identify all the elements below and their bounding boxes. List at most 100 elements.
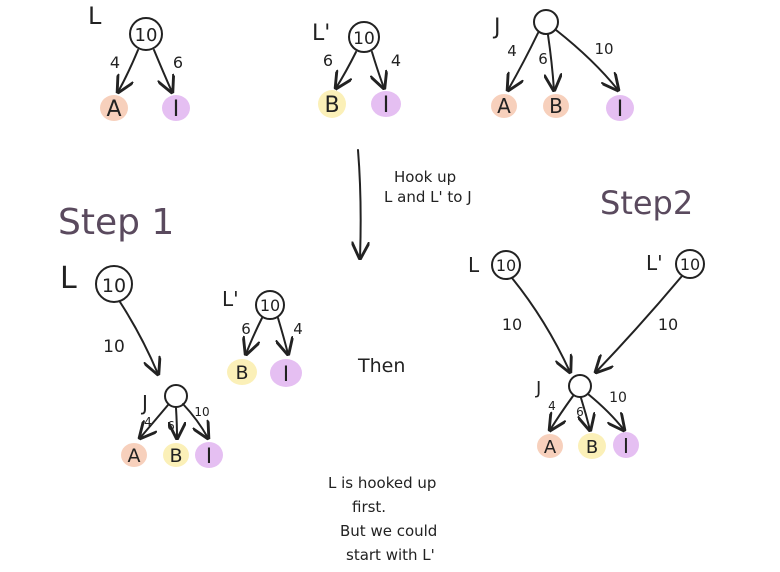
edge-weight: 10 [502, 315, 522, 334]
root-weight-lp: 10 [680, 255, 700, 274]
leaf-b: B [235, 362, 248, 384]
tree-label-lp: L' [222, 287, 239, 311]
tree-label-l: L [60, 261, 77, 296]
leaf-highlight-i [613, 432, 639, 458]
edge-weight: 6 [576, 405, 584, 419]
leaf-highlight-a [121, 443, 147, 467]
edge-weight: 10 [594, 40, 613, 58]
leaf-highlight-a [537, 434, 563, 458]
leaf-a: A [497, 94, 511, 118]
edge-lp-i [278, 317, 288, 354]
leaf-b: B [324, 93, 339, 118]
leaf-b: B [586, 437, 598, 458]
edge-j-i [587, 393, 624, 430]
tree-label-lp: L' [312, 21, 330, 46]
edge-j-i [182, 403, 208, 438]
step2-tree-lp: L' 10 10 [596, 249, 705, 372]
note-line: start with L' [346, 546, 435, 564]
leaf-i: I [383, 93, 390, 118]
edge-l-j [119, 301, 158, 374]
root-node-j [568, 374, 592, 398]
tree-label-l: L [88, 2, 102, 30]
leaf-a: A [106, 97, 121, 122]
edge-weight: 10 [103, 337, 125, 357]
root-weight-lp: 10 [260, 296, 280, 315]
step1-tree-l: L 10 10 [60, 261, 158, 374]
root-node-lp [255, 290, 285, 320]
bottom-note: L is hooked up first. But we could start… [328, 474, 437, 564]
leaf-b: B [549, 94, 563, 118]
leaf-i: I [623, 434, 629, 458]
note-hookup-line2: L and L' to J [384, 188, 472, 206]
edge-j-b [176, 407, 177, 438]
down-arrow [358, 149, 361, 258]
root-weight-l: 10 [496, 256, 516, 275]
edge-j-b [581, 397, 590, 430]
edge-weight: 6 [241, 320, 251, 338]
root-node-l [129, 17, 163, 51]
root-weight-lp: 10 [353, 29, 375, 49]
edge-weight: 4 [293, 320, 303, 338]
leaf-highlight-i [195, 442, 223, 468]
leaf-i: I [173, 97, 180, 122]
leaf-highlight-i [162, 95, 190, 121]
tree-l-top: L 10 4 6 A I [88, 2, 190, 122]
edge-j-a [140, 404, 169, 438]
edge-weight: 6 [167, 419, 175, 433]
root-node-l [95, 265, 133, 303]
leaf-highlight-i [270, 359, 302, 387]
note-line: L is hooked up [328, 474, 436, 492]
edge-lp-b [246, 317, 263, 354]
edge-l-j [511, 277, 570, 372]
edge-weight: 6 [538, 50, 548, 68]
tree-label-lp: L' [646, 251, 663, 275]
edge-j-i [555, 29, 618, 90]
tree-label-l: L [468, 253, 480, 277]
leaf-highlight-b [578, 433, 606, 459]
leaf-a: A [128, 445, 141, 467]
edge-weight: 10 [194, 405, 209, 419]
leaf-highlight-b [163, 443, 189, 467]
edge-weight: 4 [548, 399, 556, 413]
tree-j-top: J 4 6 10 A B I [491, 9, 634, 122]
step1-tree-lp: L' 10 6 4 B I [222, 287, 303, 387]
edge-lp-i [372, 51, 384, 88]
edge-l-a [118, 49, 139, 92]
edge-weight: 4 [391, 51, 401, 70]
tree-lp-top: L' 10 6 4 B I [312, 21, 401, 118]
root-node-j [533, 9, 559, 35]
leaf-highlight-b [318, 90, 346, 118]
leaf-a: A [544, 437, 557, 458]
edge-weight: 10 [658, 315, 678, 334]
step2-tree-l: L 10 10 [468, 250, 570, 372]
note-hookup-line1: Hook up [394, 168, 456, 186]
leaf-highlight-i [371, 91, 401, 117]
edge-j-a [508, 32, 539, 90]
step1-title: Step 1 [58, 202, 174, 243]
leaf-b: B [169, 445, 182, 467]
edge-j-a [550, 395, 574, 430]
root-weight-l: 10 [102, 275, 126, 297]
leaf-highlight-a [100, 95, 128, 121]
edge-weight: 6 [323, 51, 333, 70]
root-node-l [491, 250, 521, 280]
leaf-i: I [283, 362, 289, 386]
leaf-i: I [617, 97, 624, 122]
leaf-highlight-a [491, 94, 517, 118]
edge-weight: 4 [144, 415, 152, 429]
root-node-lp [348, 21, 380, 53]
tree-label-j: J [140, 391, 148, 415]
edge-weight: 4 [110, 53, 120, 72]
step2-title: Step2 [600, 184, 693, 222]
edge-weight: 4 [507, 42, 517, 60]
note-line: first. [352, 498, 386, 516]
leaf-i: I [206, 444, 212, 468]
then-label: Then [357, 355, 405, 377]
edge-weight: 10 [609, 390, 627, 406]
tree-label-j: J [535, 378, 541, 399]
edge-j-b [548, 34, 554, 90]
edge-weight: 6 [173, 53, 183, 72]
leaf-highlight-b [227, 359, 257, 385]
leaf-highlight-i [606, 95, 634, 121]
